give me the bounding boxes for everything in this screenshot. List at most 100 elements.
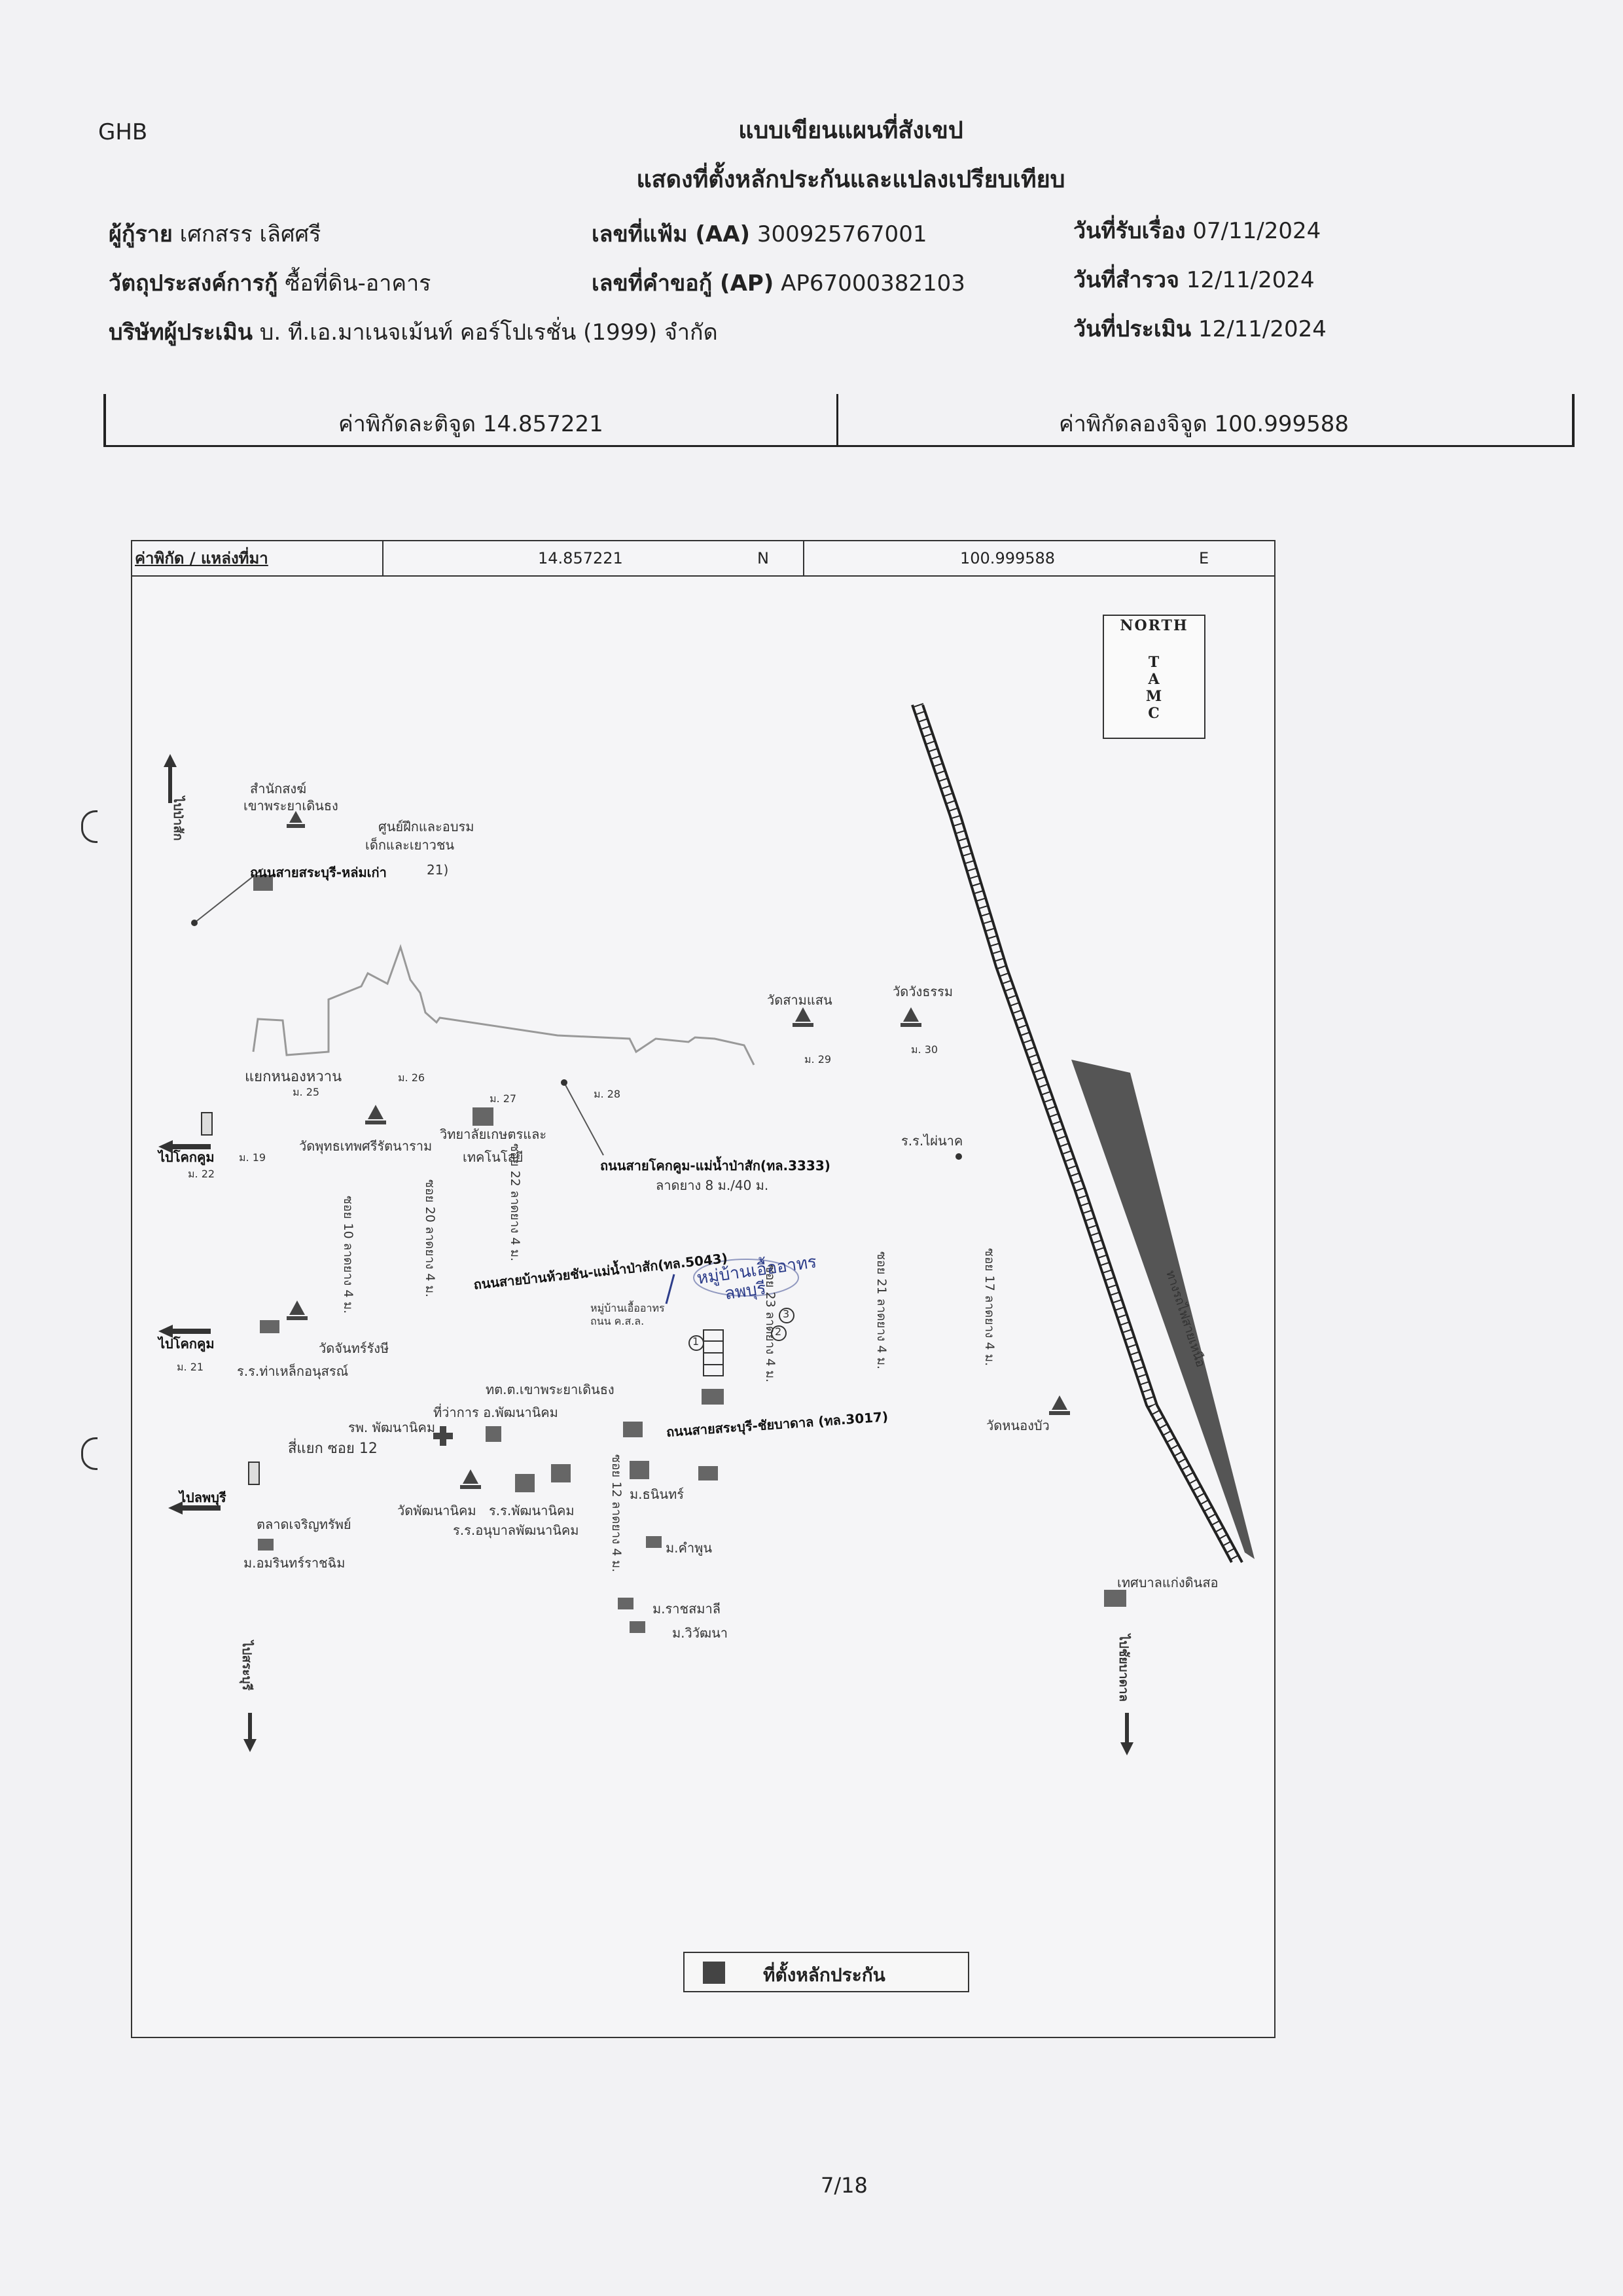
purpose-row: วัตถุประสงค์การกู้ ซื้อที่ดิน-อาคาร	[109, 265, 431, 300]
request-no-row: เลขที่คำขอกู้ (AP) AP67000382103	[592, 265, 965, 300]
map-label: วัดวังธรรม	[893, 984, 954, 999]
map-longitude: 100.999588	[960, 549, 1056, 567]
map-label: ไปโคกคูม	[158, 1336, 215, 1352]
map-label: เขาพระยาเดินธง	[243, 798, 338, 814]
file-no-label: เลขที่แฟ้ม (AA)	[592, 221, 751, 247]
arrow-left	[168, 1501, 221, 1515]
railway-line	[921, 704, 1243, 1563]
map-coordinate-bar: ค่าพิกัด / แหล่งที่มา 14.857221 N 100.99…	[132, 541, 1274, 577]
appraise-label: วันที่ประเมิน	[1073, 316, 1192, 342]
map-label: 21)	[427, 862, 449, 878]
map-label: ซอย 21 ลาดยาง 4 ม.	[874, 1251, 889, 1370]
traffic-light-icon	[248, 1462, 260, 1485]
map-label: ตลาดเจริญทรัพย์	[257, 1516, 351, 1532]
arrow-up	[164, 754, 177, 803]
map-latitude-dir: N	[757, 549, 769, 567]
map-label: ม. 19	[239, 1151, 266, 1164]
map-label: ไปป่าสัก	[171, 797, 185, 841]
map-label: ถนนสายสระบุรี-หล่มเก่า	[250, 865, 387, 880]
north-label: NORTH	[1120, 617, 1188, 634]
map-label: วัดพัฒนานิคม	[397, 1503, 476, 1518]
map-label: เทคโนโลยี	[463, 1149, 524, 1165]
purpose-value: ซื้อที่ดิน-อาคาร	[285, 270, 431, 296]
map-label: ร.ร.อนุบาลพัฒนานิคม	[453, 1522, 579, 1538]
appraiser-label: บริษัทผู้ประเมิน	[109, 319, 253, 346]
pointer-dot	[191, 920, 198, 926]
coordinate-divider	[836, 394, 838, 445]
map-label: ซอย 17 ลาดยาง 4 ม.	[982, 1248, 997, 1367]
map-label: ม.คำพูน	[666, 1540, 713, 1556]
map-label: ที่ว่าการ อ.พัฒนานิคม	[433, 1405, 558, 1420]
legend-label: ที่ตั้งหลักประกัน	[763, 1964, 885, 1986]
marker-number: 1	[692, 1335, 700, 1348]
map-label: ม.วิวัฒนา	[672, 1625, 728, 1641]
map-label: ม. 22	[188, 1168, 215, 1180]
borrower-row: ผู้กู้ราย เศกสรร เลิศศรี	[109, 216, 321, 251]
received-label: วันที่รับเรื่อง	[1073, 218, 1186, 244]
map-label: ลาดยาง 8 ม./40 ม.	[656, 1177, 769, 1193]
map-label: ม. 21	[177, 1361, 204, 1373]
map-label: วัดสามแสน	[767, 992, 832, 1008]
map-label: ร.ร.พัฒนานิคม	[489, 1503, 575, 1518]
map-label: ทต.ต.เขาพระยาเดินธง	[486, 1382, 615, 1397]
punch-hole	[81, 810, 98, 843]
latitude-text: ค่าพิกัดละติจูด 14.857221	[338, 411, 603, 437]
map-label: ร.ร.ไผ่นาค	[901, 1133, 963, 1149]
building-icons	[253, 875, 1126, 1633]
map-label: วัดพุทธเทพศรีรัตนาราม	[299, 1138, 433, 1154]
map-label: รพ. พัฒนานิคม	[348, 1420, 436, 1435]
map-label: เทศบาลแก่งดินสอ	[1117, 1575, 1219, 1590]
map-label: ม. 26	[398, 1071, 425, 1084]
handwritten-label: ลพบุรี	[723, 1278, 768, 1304]
map-label: ม. 25	[293, 1086, 320, 1098]
map-label: วัดจันทร์รังษี	[319, 1340, 389, 1356]
north-indicator: NORTH T A M C	[1103, 615, 1205, 739]
pointer-dot	[955, 1153, 962, 1160]
north-letter: A	[1148, 671, 1160, 688]
map-label: ไปสระบุรี	[240, 1641, 254, 1691]
district-boundary	[252, 944, 755, 1066]
map-label: ม. 28	[594, 1088, 621, 1100]
map-label: หมู่บ้านเอื้ออาทร	[590, 1302, 665, 1314]
survey-row: วันที่สำรวจ 12/11/2024	[1073, 262, 1315, 297]
map-longitude-dir: E	[1199, 549, 1209, 567]
arrow-down	[1120, 1713, 1133, 1755]
north-letter: M	[1145, 688, 1162, 705]
page-number: 7/18	[821, 2173, 868, 2198]
appraiser-value: บ. ที.เอ.มาเนจเม้นท์ คอร์โปเรชั่น (1999)…	[259, 319, 718, 346]
page-subtitle: แสดงที่ตั้งหลักประกันและแปลงเปรียบเทียบ	[636, 166, 1065, 193]
purpose-label: วัตถุประสงค์การกู้	[109, 270, 278, 296]
map-label: ม.ธนินทร์	[630, 1486, 685, 1502]
map-label: ม.ราชสมาลี	[652, 1601, 721, 1617]
marker-number: 3	[783, 1308, 790, 1320]
survey-label: วันที่สำรวจ	[1073, 267, 1179, 293]
map-label: เด็กและเยาวชน	[365, 837, 455, 853]
map-label: สำนักสงฆ์	[250, 781, 307, 797]
north-letter: T	[1148, 654, 1160, 671]
bar-divider	[382, 541, 383, 575]
map-latitude: 14.857221	[538, 549, 623, 567]
borrower-value: เศกสรร เลิศศรี	[179, 221, 321, 247]
survey-value: 12/11/2024	[1186, 267, 1315, 293]
org-code: GHB	[98, 119, 148, 145]
map-label: ไปลพบุรี	[179, 1490, 226, 1505]
appraise-value: 12/11/2024	[1198, 316, 1327, 342]
temple-icons	[287, 811, 1070, 1489]
page-title: แบบเขียนแผนที่สังเขป	[738, 117, 963, 144]
appraise-row: วันที่ประเมิน 12/11/2024	[1073, 311, 1327, 346]
map-label: ซอย 10 ลาดยาง 4 ม.	[341, 1196, 355, 1314]
map-label: สี่แยก ซอย 12	[288, 1441, 378, 1457]
pointer-line	[194, 868, 264, 924]
map-label: ม. 30	[911, 1043, 938, 1056]
borrower-label: ผู้กู้ราย	[109, 221, 173, 247]
request-no-label: เลขที่คำขอกู้ (AP)	[592, 270, 774, 296]
request-no-value: AP67000382103	[781, 270, 965, 296]
map-label: แยกหนองหวาน	[245, 1069, 342, 1085]
map-label: ม. 27	[490, 1092, 517, 1105]
marker-circle	[779, 1308, 794, 1323]
map-source-label: ค่าพิกัด / แหล่งที่มา	[135, 549, 268, 567]
north-letter: C	[1148, 705, 1160, 722]
map-label: ซอย 20 ลาดยาง 4 ม.	[423, 1179, 437, 1298]
bar-divider	[803, 541, 804, 575]
received-row: วันที่รับเรื่อง 07/11/2024	[1073, 213, 1321, 248]
